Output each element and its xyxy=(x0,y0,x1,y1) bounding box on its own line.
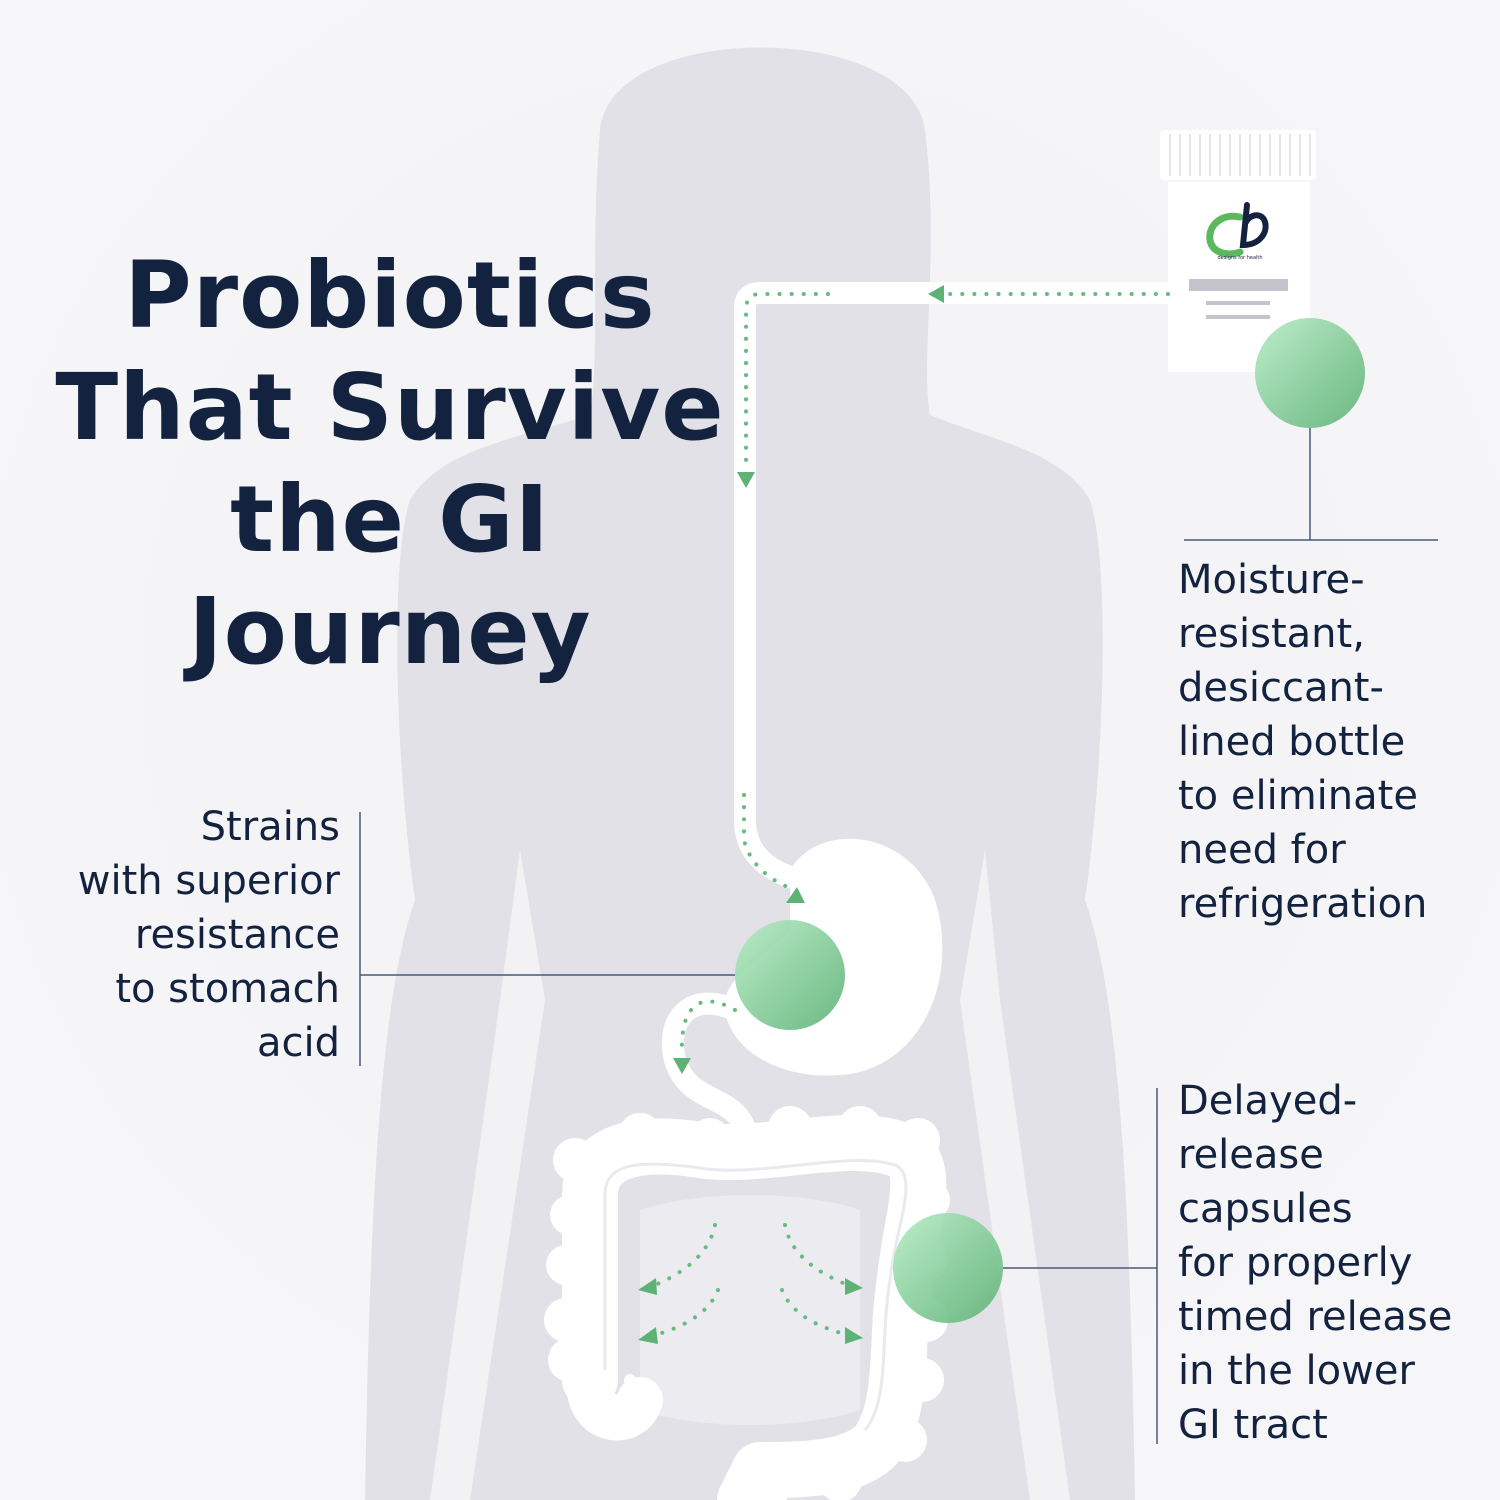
title-line: Journey xyxy=(188,578,592,685)
callout-line: resistant, xyxy=(1178,611,1365,657)
bottle-cap xyxy=(1160,130,1316,180)
callout-line: for properly xyxy=(1178,1240,1413,1286)
probiotic-bottle: designs for health xyxy=(1160,130,1316,372)
highlight-dot-intestine xyxy=(893,1213,1003,1323)
callout-line: lined bottle xyxy=(1178,719,1406,765)
callout-bottle: Moisture- resistant, desiccant- lined bo… xyxy=(1178,553,1427,931)
callout-line: release xyxy=(1178,1132,1324,1178)
brand-logo-text: designs for health xyxy=(1217,255,1262,261)
cap-ridges xyxy=(1169,134,1311,176)
arrow-intestine-right-2 xyxy=(780,1288,850,1337)
callout-line: Moisture- xyxy=(1178,557,1365,603)
callout-line: acid xyxy=(256,1020,340,1066)
callout-line: to stomach xyxy=(115,966,340,1012)
colon-inner-line xyxy=(603,1159,908,1431)
callout-intestine: Delayed- release capsules for properly t… xyxy=(1178,1074,1452,1452)
highlight-dot-stomach xyxy=(735,920,845,1030)
bottle-label-line xyxy=(1206,315,1270,319)
bottle-label-line xyxy=(1206,301,1270,305)
leader-bottle xyxy=(1184,428,1438,541)
leader-stomach xyxy=(359,812,735,1066)
arrowhead-down xyxy=(737,472,755,488)
callout-line: GI tract xyxy=(1178,1402,1328,1448)
callout-line: Strains xyxy=(200,804,340,850)
highlight-dot-bottle xyxy=(1255,318,1365,428)
arrowhead-left xyxy=(928,285,944,303)
callout-line: desiccant- xyxy=(1178,665,1384,711)
arrowhead-stomach xyxy=(786,887,805,903)
appendix xyxy=(624,1374,651,1421)
title-line: the GI xyxy=(230,466,550,573)
arrowhead-intestine-right-2 xyxy=(845,1327,863,1344)
callout-line: need for xyxy=(1178,827,1346,873)
brand-logo-icon: designs for health xyxy=(1206,202,1269,261)
journey-arrows xyxy=(653,292,1170,1337)
callout-line: resistance xyxy=(134,912,340,958)
title-line: That Survive xyxy=(55,354,725,461)
callout-line: timed release xyxy=(1178,1294,1453,1340)
callout-stomach: Strains with superior resistance to stom… xyxy=(20,800,340,1070)
arrowhead-intestine-right-1 xyxy=(845,1278,863,1295)
arrowhead-intestine-left-1 xyxy=(638,1278,657,1295)
colon-haustra xyxy=(544,1106,950,1500)
arrow-intestine-left-2 xyxy=(653,1288,720,1337)
callout-line: with superior xyxy=(77,858,340,904)
arm-highlights xyxy=(430,850,1070,1500)
arrowhead-intestine-left-2 xyxy=(638,1327,658,1344)
bottle-label-bar xyxy=(1189,279,1288,291)
callout-lines xyxy=(359,428,1438,1444)
callout-line: in the lower xyxy=(1178,1348,1415,1394)
arrow-stomach-to-intestine xyxy=(679,999,737,1057)
leader-intestine xyxy=(1003,1088,1158,1444)
callout-line: refrigeration xyxy=(1178,881,1428,927)
arrow-esophagus-to-stomach xyxy=(742,793,792,890)
title-line: Probiotics xyxy=(124,242,656,349)
arrowheads xyxy=(638,285,944,1344)
callout-line: to eliminate xyxy=(1178,773,1418,819)
callout-line: capsules xyxy=(1178,1186,1353,1232)
callout-line: Delayed- xyxy=(1178,1078,1358,1124)
page-title: Probiotics That Survive the GI Journey xyxy=(40,240,740,688)
small-intestine xyxy=(640,1195,860,1425)
arrowhead-duodenum xyxy=(673,1058,691,1074)
